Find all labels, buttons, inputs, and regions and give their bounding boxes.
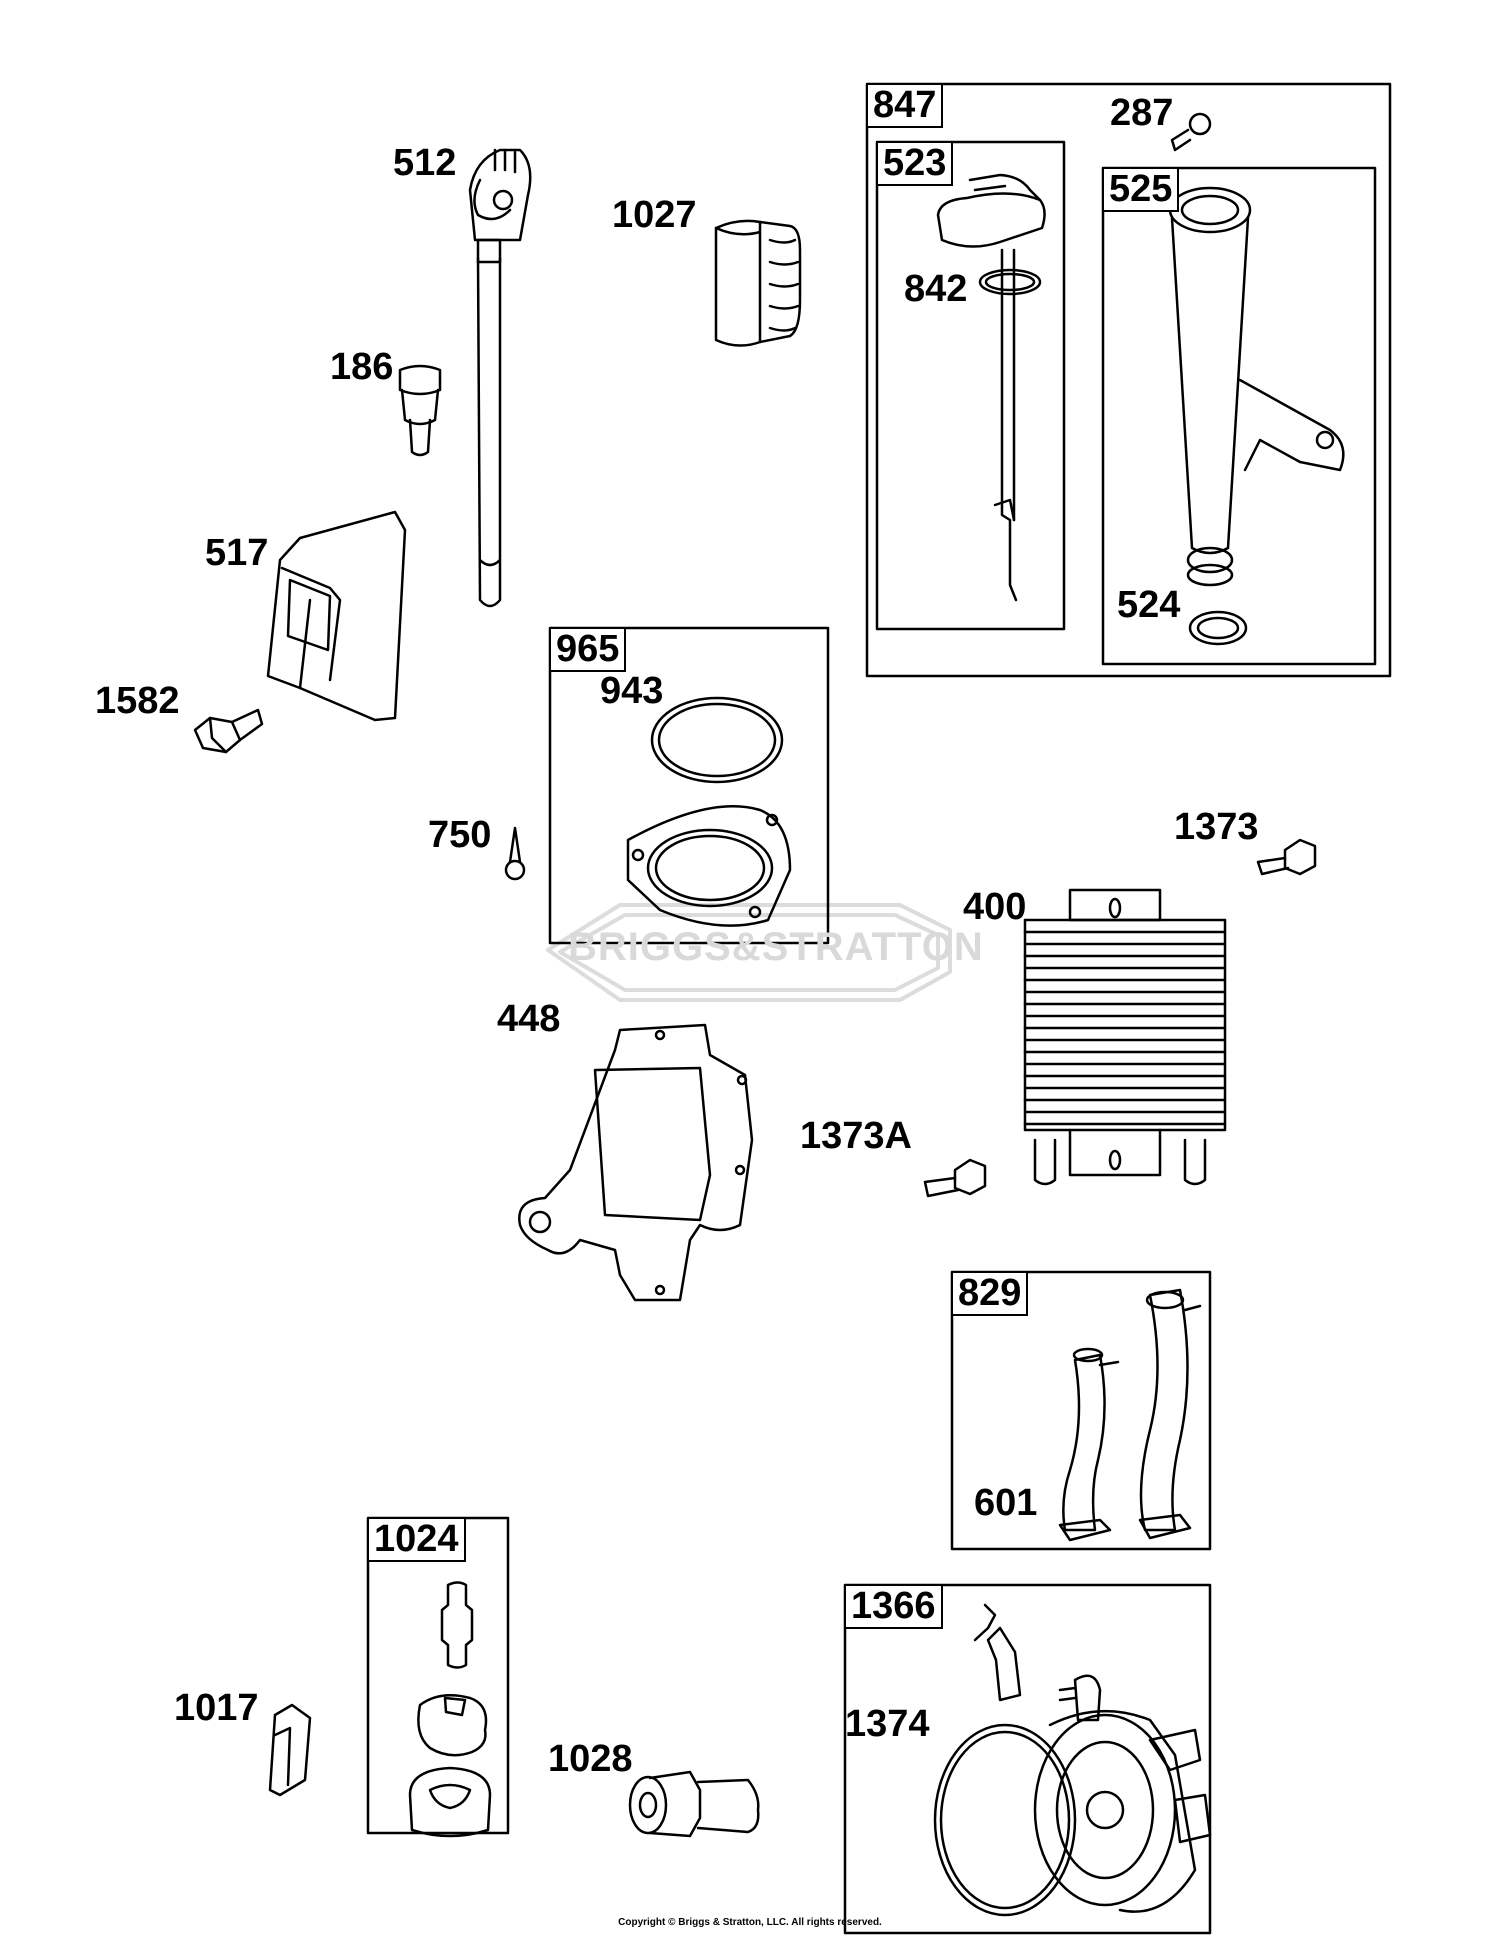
part-1373-bolt bbox=[1256, 838, 1317, 876]
box-label-965: 965 bbox=[549, 627, 627, 672]
label-943: 943 bbox=[600, 670, 664, 712]
part-750-screw bbox=[504, 826, 526, 881]
part-965-plate bbox=[626, 805, 792, 927]
label-1028: 1028 bbox=[548, 1738, 633, 1780]
part-1027-oil-filter bbox=[714, 219, 802, 347]
part-1024-pump-parts bbox=[408, 1581, 492, 1838]
part-943-ring bbox=[650, 696, 784, 784]
label-448: 448 bbox=[497, 998, 561, 1040]
label-1374: 1374 bbox=[845, 1703, 930, 1745]
part-186-fitting bbox=[398, 364, 442, 457]
box-label-523: 523 bbox=[876, 141, 954, 186]
box-523 bbox=[875, 140, 1066, 631]
box-847 bbox=[865, 82, 1392, 678]
part-512-dipstick-tube bbox=[468, 148, 532, 608]
part-287-screw bbox=[1170, 112, 1212, 152]
label-601: 601 bbox=[974, 1482, 1038, 1524]
watermark-text: BRIGGS&STRATTON bbox=[568, 925, 984, 969]
label-287: 287 bbox=[1110, 92, 1174, 134]
box-label-1024: 1024 bbox=[367, 1517, 466, 1562]
box-829 bbox=[950, 1270, 1212, 1551]
copyright-text: Copyright © Briggs & Stratton, LLC. All … bbox=[618, 1917, 882, 1928]
part-523-dipstick bbox=[936, 173, 1046, 602]
part-601-hoses bbox=[1058, 1288, 1202, 1542]
part-1374-ring bbox=[933, 1723, 1077, 1917]
label-1017: 1017 bbox=[174, 1687, 259, 1729]
part-1366-adapter bbox=[973, 1603, 1212, 1913]
label-842: 842 bbox=[904, 268, 968, 310]
part-1028-fitting bbox=[628, 1770, 760, 1838]
box-525 bbox=[1101, 166, 1377, 666]
label-524: 524 bbox=[1117, 584, 1181, 626]
part-517-cover bbox=[266, 510, 407, 722]
label-1582: 1582 bbox=[95, 680, 180, 722]
part-1582-bolt bbox=[193, 708, 264, 754]
box-label-1366: 1366 bbox=[844, 1584, 943, 1629]
label-400: 400 bbox=[963, 886, 1027, 928]
label-186: 186 bbox=[330, 346, 394, 388]
part-400-oil-cooler bbox=[1023, 888, 1227, 1186]
part-525-fill-tube bbox=[1168, 186, 1345, 646]
box-label-829: 829 bbox=[951, 1271, 1029, 1316]
box-label-847: 847 bbox=[866, 83, 944, 128]
label-1373A: 1373A bbox=[800, 1115, 912, 1157]
label-517: 517 bbox=[205, 532, 269, 574]
part-1373A-bolt bbox=[923, 1158, 987, 1198]
label-1373: 1373 bbox=[1174, 806, 1259, 848]
part-1017-clip bbox=[268, 1703, 312, 1797]
label-1027: 1027 bbox=[612, 194, 697, 236]
box-965 bbox=[548, 626, 830, 945]
label-750: 750 bbox=[428, 814, 492, 856]
box-1366 bbox=[843, 1583, 1212, 1935]
label-512: 512 bbox=[393, 142, 457, 184]
box-label-525: 525 bbox=[1102, 167, 1180, 212]
part-448-gasket bbox=[518, 1023, 754, 1302]
